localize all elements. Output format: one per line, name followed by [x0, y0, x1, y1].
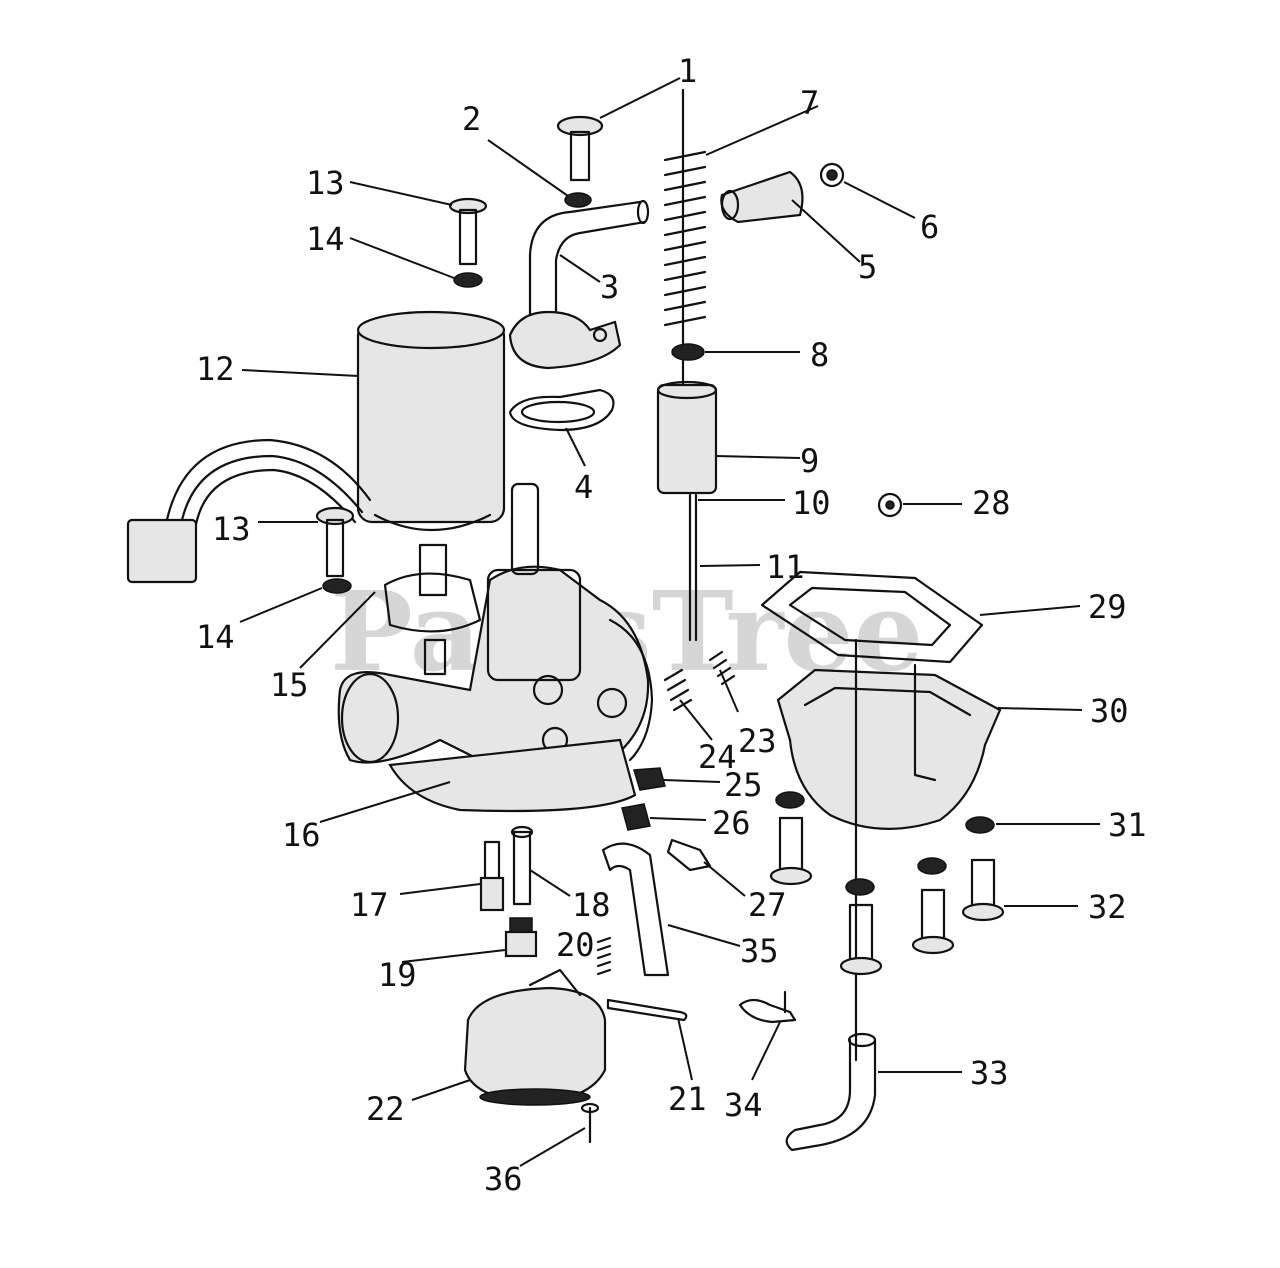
part-drain-screw	[839, 638, 883, 1062]
part-14-washer-left	[322, 578, 352, 594]
part-10-11-needle	[688, 493, 698, 642]
part-23-spring	[708, 650, 736, 686]
part-35-vent-tube	[601, 842, 670, 977]
part-34-clip	[738, 990, 797, 1024]
callout-3: 3	[600, 268, 619, 306]
part-20-spring	[596, 936, 612, 976]
callout-15: 15	[270, 666, 309, 704]
callout-19: 19	[378, 956, 417, 994]
part-17-jet	[479, 840, 505, 912]
part-6-nut	[819, 162, 845, 188]
callout-24: 24	[698, 738, 737, 776]
callout-18: 18	[572, 886, 611, 924]
callout-33: 33	[970, 1054, 1009, 1092]
part-32-screw-right	[961, 858, 1005, 922]
part-screw-left-column	[769, 791, 813, 886]
callout-14-left: 14	[196, 618, 235, 656]
part-26-nut	[621, 803, 651, 831]
callout-17: 17	[350, 886, 389, 924]
callout-13-top: 13	[306, 164, 345, 202]
part-30-float-chamber	[776, 663, 1002, 830]
part-5-cap	[720, 170, 804, 224]
callout-32: 32	[1088, 888, 1127, 926]
part-2-washer	[564, 192, 592, 208]
part-15-mount	[383, 543, 482, 676]
part-24-spring	[663, 668, 693, 712]
part-1-screw	[556, 115, 604, 182]
part-33-drain-tube	[785, 1032, 877, 1152]
callout-16: 16	[282, 816, 321, 854]
part-13-screw-top	[448, 197, 488, 266]
part-18-jet	[510, 825, 534, 906]
callout-28: 28	[972, 484, 1011, 522]
callout-1: 1	[678, 52, 697, 90]
part-4-gasket	[508, 388, 615, 432]
callout-35: 35	[740, 932, 779, 970]
callout-5: 5	[858, 248, 877, 286]
callout-29: 29	[1088, 588, 1127, 626]
callout-8: 8	[810, 336, 829, 374]
part-8-retainer	[671, 343, 705, 361]
part-9-throttle-valve	[656, 380, 718, 495]
callout-23: 23	[738, 722, 777, 760]
part-14-washer-top	[453, 272, 483, 288]
part-29-bowl-gasket	[760, 570, 984, 664]
part-32-screw-mid	[911, 857, 955, 955]
callout-labels: 1 2 3 4 5 6 7 8 9 10 11 12 13 13 14 14 1…	[196, 52, 1147, 1198]
callout-36: 36	[484, 1160, 523, 1198]
callout-2: 2	[462, 100, 481, 138]
part-12-wire-connector	[126, 438, 372, 584]
part-31-washer	[965, 816, 995, 834]
part-21-pin	[606, 998, 688, 1022]
part-27-screw	[666, 838, 712, 872]
callout-6: 6	[920, 208, 939, 246]
part-3-cap	[508, 310, 622, 370]
callout-26: 26	[712, 804, 751, 842]
callout-10: 10	[792, 484, 831, 522]
callout-34: 34	[724, 1086, 763, 1124]
callout-11: 11	[766, 548, 805, 586]
part-3-fuel-tube	[528, 199, 650, 322]
callout-13-left: 13	[212, 510, 251, 548]
callout-30: 30	[1090, 692, 1129, 730]
callout-20: 20	[556, 926, 595, 964]
part-16-float-base	[388, 738, 637, 813]
part-28-ring	[877, 492, 903, 518]
callout-4: 4	[574, 468, 593, 506]
part-12-choke-solenoid	[356, 310, 506, 532]
part-13-screw-left	[315, 506, 355, 578]
part-36-screw	[580, 1102, 600, 1144]
callout-25: 25	[724, 766, 763, 804]
part-19-plug	[504, 917, 538, 958]
part-25-screw	[633, 767, 666, 791]
callout-22: 22	[366, 1090, 405, 1128]
callout-7: 7	[800, 84, 819, 122]
callout-9: 9	[800, 442, 819, 480]
callout-14-top: 14	[306, 220, 345, 258]
callout-12: 12	[196, 350, 235, 388]
leader-lines	[239, 77, 1100, 1167]
callout-31: 31	[1108, 806, 1147, 844]
callout-27: 27	[748, 886, 787, 924]
callout-21: 21	[668, 1080, 707, 1118]
part-22-float-bowl	[463, 968, 607, 1106]
